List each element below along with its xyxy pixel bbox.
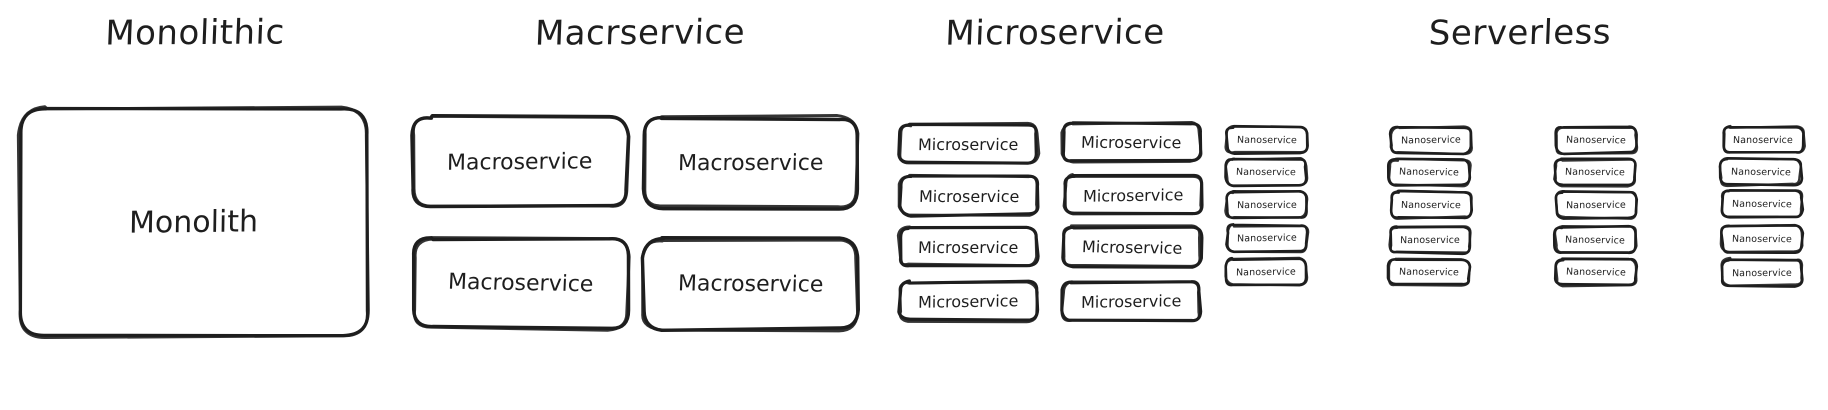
microservice-box[interactable]: Microservice bbox=[897, 279, 1040, 324]
nanoservice-box[interactable]: Nanoservice bbox=[1224, 256, 1309, 287]
nanoservice-box-label: Nanoservice bbox=[1236, 199, 1298, 211]
nanoservice-box-label: Nanoservice bbox=[1731, 267, 1793, 279]
nanoservice-box[interactable]: Nanoservice bbox=[1554, 190, 1639, 220]
nanoservice-box-label: Nanoservice bbox=[1237, 231, 1297, 245]
column-heading-microservice: Microservice bbox=[944, 12, 1166, 54]
macroservice-box-label: Macroservice bbox=[677, 270, 825, 298]
macroservice-box[interactable]: Macroservice bbox=[641, 114, 860, 211]
macroservice-box[interactable]: Macroservice bbox=[640, 235, 860, 333]
microservice-box[interactable]: Microservice bbox=[1061, 224, 1204, 269]
nanoservice-box-label: Nanoservice bbox=[1732, 134, 1794, 146]
microservice-box[interactable]: Microservice bbox=[897, 173, 1040, 218]
nanoservice-box-label: Nanoservice bbox=[1565, 134, 1627, 146]
macroservice-box-label: Macroservice bbox=[447, 269, 595, 297]
nanoservice-box[interactable]: Nanoservice bbox=[1553, 157, 1637, 188]
nanoservice-box-label: Nanoservice bbox=[1565, 265, 1627, 279]
nanoservice-box-label: Nanoservice bbox=[1235, 266, 1296, 278]
nanoservice-box-label: Nanoservice bbox=[1564, 233, 1626, 247]
monolith-box-label: Monolith bbox=[129, 203, 259, 241]
nanoservice-box[interactable]: Nanoservice bbox=[1719, 223, 1805, 255]
microservice-box[interactable]: Microservice bbox=[897, 121, 1041, 165]
macroservice-box-label: Macroservice bbox=[447, 148, 593, 176]
nanoservice-box-label: Nanoservice bbox=[1564, 166, 1626, 178]
nanoservice-box[interactable]: Nanoservice bbox=[1720, 189, 1805, 219]
microservice-box-label: Microservice bbox=[919, 186, 1020, 206]
nanoservice-box-label: Nanoservice bbox=[1236, 134, 1298, 146]
microservice-box-label: Microservice bbox=[918, 290, 1019, 312]
nanoservice-box[interactable]: Nanoservice bbox=[1224, 124, 1309, 155]
microservice-box-label: Microservice bbox=[1081, 132, 1182, 152]
nanoservice-box-label: Nanoservice bbox=[1731, 233, 1793, 245]
column-heading-serverless: Serverless bbox=[1428, 12, 1612, 54]
nanoservice-box[interactable]: Nanoservice bbox=[1552, 224, 1638, 255]
microservice-box[interactable]: Microservice bbox=[896, 225, 1040, 268]
nanoservice-box[interactable]: Nanoservice bbox=[1225, 223, 1310, 254]
nanoservice-box-label: Nanoservice bbox=[1400, 199, 1462, 211]
nanoservice-box-label: Nanoservice bbox=[1565, 199, 1627, 211]
nanoservice-box[interactable]: Nanoservice bbox=[1553, 257, 1639, 288]
nanoservice-box[interactable]: Nanoservice bbox=[1388, 225, 1472, 256]
macroservice-box-label: Macroservice bbox=[677, 150, 824, 176]
nanoservice-box[interactable]: Nanoservice bbox=[1224, 156, 1309, 188]
nanoservice-box[interactable]: Nanoservice bbox=[1718, 157, 1804, 188]
monolith-box[interactable]: Monolith bbox=[16, 105, 370, 340]
microservice-box-label: Microservice bbox=[918, 134, 1019, 154]
nanoservice-box-label: Nanoservice bbox=[1398, 266, 1460, 278]
nanoservice-box[interactable]: Nanoservice bbox=[1388, 125, 1473, 156]
microservice-box[interactable]: Microservice bbox=[1060, 280, 1203, 323]
nanoservice-box[interactable]: Nanoservice bbox=[1386, 257, 1472, 287]
nanoservice-box[interactable]: Nanoservice bbox=[1722, 124, 1806, 154]
microservice-box-label: Microservice bbox=[1081, 236, 1184, 258]
microservice-box-label: Microservice bbox=[1083, 184, 1184, 206]
microservice-box[interactable]: Microservice bbox=[1062, 173, 1204, 216]
microservice-box-label: Microservice bbox=[1081, 290, 1182, 312]
nanoservice-box-label: Nanoservice bbox=[1235, 166, 1297, 178]
nanoservice-box-label: Nanoservice bbox=[1730, 166, 1792, 178]
nanoservice-box[interactable]: Nanoservice bbox=[1554, 125, 1639, 156]
column-heading-monolithic: Monolithic bbox=[104, 12, 286, 54]
microservice-box-label: Microservice bbox=[918, 237, 1019, 257]
microservice-box[interactable]: Microservice bbox=[1060, 120, 1203, 164]
nanoservice-box-label: Nanoservice bbox=[1731, 198, 1793, 210]
nanoservice-box-label: Nanoservice bbox=[1398, 166, 1460, 178]
nanoservice-box[interactable]: Nanoservice bbox=[1389, 189, 1474, 220]
macroservice-box[interactable]: Macroservice bbox=[411, 236, 631, 332]
nanoservice-box-label: Nanoservice bbox=[1399, 234, 1461, 246]
nanoservice-box[interactable]: Nanoservice bbox=[1720, 256, 1804, 288]
macroservice-box[interactable]: Macroservice bbox=[410, 113, 631, 209]
column-heading-macrservice: Macrservice bbox=[534, 12, 746, 54]
nanoservice-box[interactable]: Nanoservice bbox=[1224, 189, 1309, 220]
nanoservice-box[interactable]: Nanoservice bbox=[1386, 157, 1472, 188]
nanoservice-box-label: Nanoservice bbox=[1401, 133, 1461, 147]
